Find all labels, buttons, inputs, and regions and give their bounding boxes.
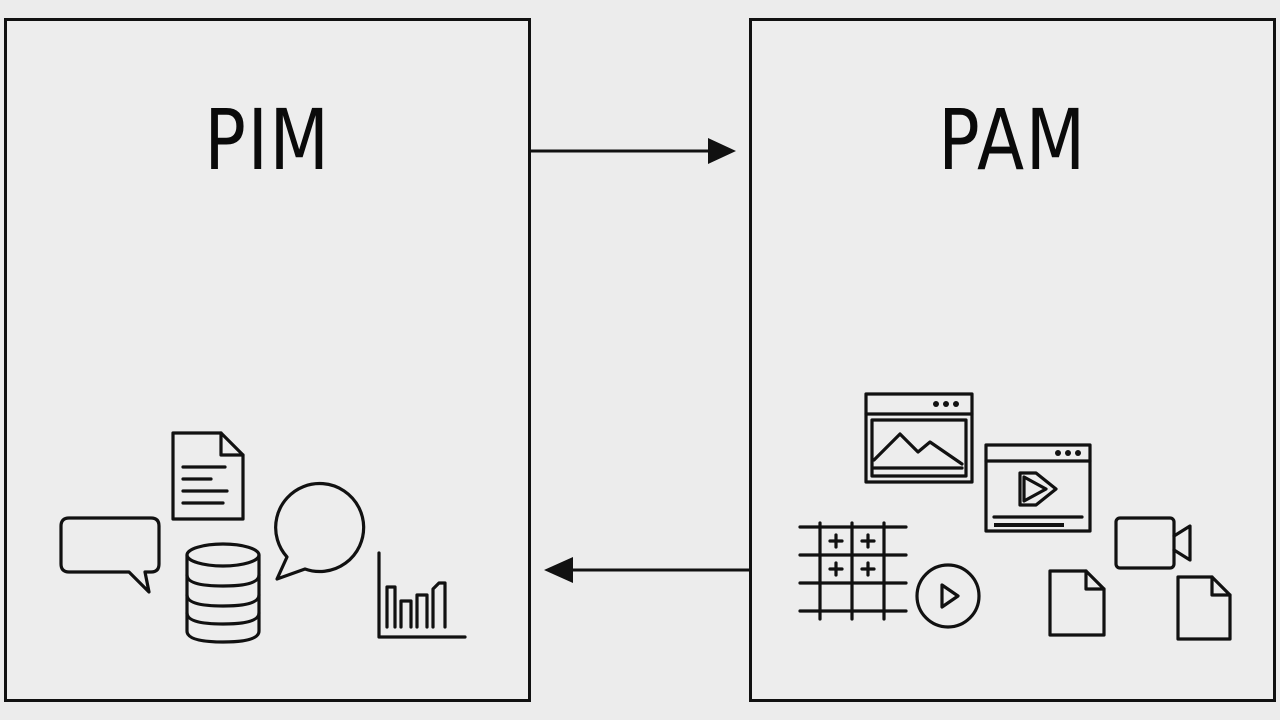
file-icon [1176, 575, 1234, 643]
video-window-icon [984, 443, 1092, 533]
pim-title: PIM [204, 91, 331, 189]
arrow-pam-to-pim [544, 557, 749, 583]
bar-chart-icon [375, 551, 469, 641]
pim-panel: PIM [4, 18, 531, 702]
pam-panel: PAM [749, 18, 1276, 702]
video-camera-icon [1114, 516, 1194, 572]
file-icon [1048, 569, 1108, 639]
asset-grid-icon [798, 521, 910, 621]
chat-bubble-icon [59, 516, 163, 600]
image-window-icon [864, 392, 974, 484]
arrow-pim-to-pam [531, 138, 736, 164]
pam-title: PAM [938, 91, 1087, 189]
play-button-icon [914, 561, 984, 633]
document-icon [171, 431, 245, 521]
speech-bubble-icon [273, 481, 366, 583]
database-icon [183, 541, 263, 645]
